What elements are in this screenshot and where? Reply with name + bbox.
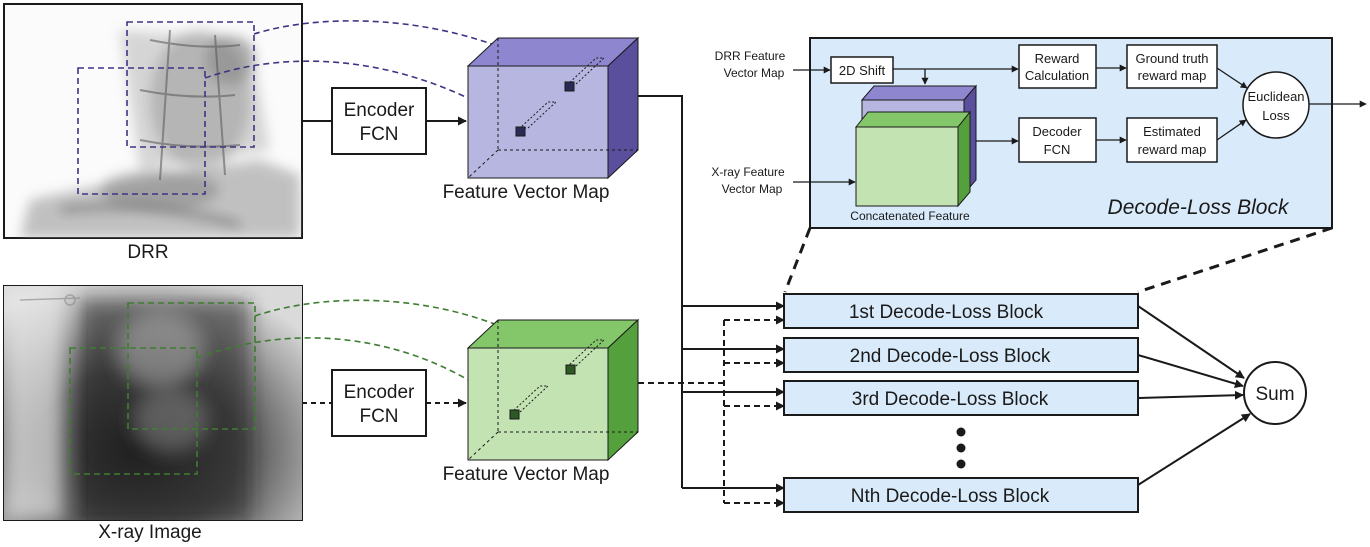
concat-feature-stack: Concatenated Feature <box>850 84 978 223</box>
svg-text:FCN: FCN <box>359 406 398 427</box>
encoder-fcn-bottom: Encoder FCN <box>331 369 427 437</box>
svg-text:Loss: Loss <box>1262 108 1290 123</box>
decode-loss-detail-panel: Decode-Loss Block DRR Feature Vector Map… <box>711 37 1367 229</box>
svg-text:Reward: Reward <box>1035 51 1080 66</box>
ellipsis-dots <box>956 427 966 469</box>
svg-text:1st Decode-Loss Block: 1st Decode-Loss Block <box>849 302 1044 323</box>
svg-text:2nd Decode-Loss Block: 2nd Decode-Loss Block <box>850 346 1051 367</box>
decode-block-1: 1st Decode-Loss Block <box>783 293 1139 329</box>
detail-title: Decode-Loss Block <box>1108 196 1290 219</box>
xray-input-label: X-ray Feature <box>711 165 785 179</box>
svg-text:Vector Map: Vector Map <box>722 182 783 196</box>
concat-label: Concatenated Feature <box>850 209 970 223</box>
drr-feature-routing <box>638 95 785 493</box>
svg-text:Sum: Sum <box>1255 384 1294 405</box>
svg-text:Estimated: Estimated <box>1143 124 1201 139</box>
sum-node: Sum <box>1243 361 1307 425</box>
detail-arrows <box>793 64 1367 186</box>
svg-text:2D Shift: 2D Shift <box>839 63 886 78</box>
reward-calc-box: Reward Calculation <box>1018 44 1097 89</box>
zoom-connectors <box>783 226 1333 294</box>
feature-map-cube-drr: Feature Vector Map <box>443 36 640 203</box>
euclidean-loss-node: Euclidean Loss <box>1242 71 1310 139</box>
xray-caption: X-ray Image <box>98 522 201 543</box>
svg-text:FCN: FCN <box>359 124 398 145</box>
feature-map-top-label: Feature Vector Map <box>443 182 610 203</box>
est-reward-box: Estimated reward map <box>1126 117 1218 163</box>
decode-block-2: 2nd Decode-Loss Block <box>783 337 1139 373</box>
svg-text:Euclidean: Euclidean <box>1247 89 1304 104</box>
drr-caption: DRR <box>127 242 168 263</box>
cube-front-face <box>467 65 609 179</box>
encoder-fcn-top: Encoder FCN <box>331 87 427 155</box>
decode-block-3: 3rd Decode-Loss Block <box>783 380 1139 416</box>
svg-text:reward map: reward map <box>1138 142 1207 157</box>
decoder-fcn-box: Decoder FCN <box>1018 117 1097 163</box>
svg-text:Ground truth: Ground truth <box>1136 51 1209 66</box>
sum-arrows <box>1137 305 1251 486</box>
decode-block-n: Nth Decode-Loss Block <box>783 477 1139 513</box>
gt-reward-box: Ground truth reward map <box>1126 44 1218 89</box>
xray-feature-routing <box>638 315 785 508</box>
drr-image: DRR <box>3 3 303 263</box>
feature-map-bottom-label: Feature Vector Map <box>443 464 610 485</box>
svg-text:FCN: FCN <box>1044 142 1071 157</box>
svg-text:Vector Map: Vector Map <box>724 66 785 80</box>
drr-input-label: DRR Feature <box>715 49 786 63</box>
svg-text:Calculation: Calculation <box>1025 68 1089 83</box>
svg-text:Encoder: Encoder <box>344 100 415 121</box>
svg-text:Decoder: Decoder <box>1032 124 1082 139</box>
feature-map-cube-xray: Feature Vector Map <box>443 318 640 485</box>
shift-box: 2D Shift <box>830 56 894 84</box>
cube-front-face <box>467 347 609 461</box>
image-to-encoder-arrows <box>302 116 467 408</box>
svg-text:reward map: reward map <box>1138 68 1207 83</box>
svg-text:Encoder: Encoder <box>344 382 415 403</box>
xray-image: X-ray Image <box>3 285 303 543</box>
svg-text:Nth Decode-Loss Block: Nth Decode-Loss Block <box>851 486 1050 507</box>
svg-text:3rd Decode-Loss Block: 3rd Decode-Loss Block <box>852 389 1049 410</box>
